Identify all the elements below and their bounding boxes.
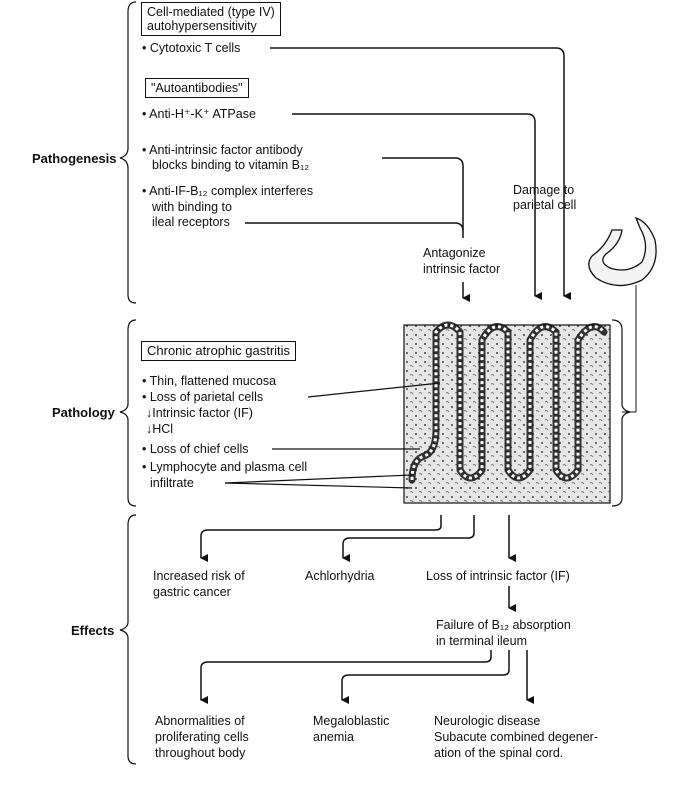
pathology-item-parietal: • Loss of parietal cells — [142, 390, 264, 404]
cell-mediated-box: Cell-mediated (type IV) autohypersensiti… — [141, 2, 281, 36]
anti-if-line2: blocks binding to vitamin B₁₂ — [152, 158, 310, 172]
pathology-item-hcl: ↓HCl — [146, 422, 174, 436]
pathology-item-thin-mucosa: • Thin, flattened mucosa — [142, 374, 277, 388]
effect-neurologic-line1: Neurologic disease — [434, 714, 541, 728]
anti-ifb12-line3: ileal receptors — [152, 215, 230, 229]
stomach-icon — [588, 216, 657, 413]
mucosa-tissue-illustration — [403, 321, 611, 504]
effect-abnormalities-line1: Abnormalities of — [155, 714, 245, 728]
effects-bracket — [119, 514, 137, 765]
arrow-megaloblastic — [341, 650, 510, 704]
arrow-risk — [200, 515, 442, 562]
pathology-leaders — [224, 382, 441, 489]
effect-megaloblastic-line1: Megaloblastic — [313, 714, 390, 728]
effect-failure-line2: in terminal ileum — [436, 634, 528, 648]
cell-mediated-title: Cell-mediated (type IV) — [147, 5, 275, 19]
effect-achlorhydria: Achlorhydria — [305, 569, 375, 583]
effect-abnormalities-line3: throughout body — [155, 746, 246, 760]
effect-risk-line2: gastric cancer — [153, 585, 231, 599]
pathology-item-lymphocyte-line1: • Lymphocyte and plasma cell — [142, 460, 308, 474]
anti-ifb12-line2: with binding to — [152, 200, 232, 214]
antagonize-line2: intrinsic factor — [423, 262, 501, 276]
antagonize-line1: Antagonize — [423, 246, 486, 260]
arrow-abnormalities — [200, 650, 492, 704]
pathology-label: Pathology — [52, 405, 115, 420]
anti-atpase: • Anti-H⁺-K⁺ ATPase — [142, 107, 256, 121]
arrow-achlorhydria — [342, 515, 475, 562]
effect-neurologic-line3: ation of the spinal cord. — [434, 746, 564, 760]
pathology-bracket — [119, 319, 137, 507]
pathogenesis-label: Pathogenesis — [32, 151, 117, 166]
anti-ifb12-line1: • Anti-IF-B₁₂ complex interferes — [142, 184, 314, 198]
chronic-atrophic-gastritis-box: Chronic atrophic gastritis — [141, 341, 297, 361]
autoantibodies-box: "Autoantibodies" — [145, 78, 249, 98]
effects-label: Effects — [71, 623, 115, 638]
anti-if-line1: • Anti-intrinsic factor antibody — [142, 143, 303, 157]
effect-risk-line1: Increased risk of — [153, 569, 245, 583]
damage-line1: Damage to — [513, 183, 575, 197]
right-bracket — [611, 319, 631, 507]
cell-mediated-subtitle: autohypersensitivity — [147, 19, 257, 33]
effect-abnormalities-line2: proliferating cells — [155, 730, 249, 744]
effect-loss-if: Loss of intrinsic factor (IF) — [426, 569, 570, 583]
pathology-item-if: ↓Intrinsic factor (IF) — [146, 406, 253, 420]
arrow-ileal — [245, 222, 464, 238]
damage-line2: parietal cell — [513, 198, 577, 212]
effect-neurologic-line2: Subacute combined degener- — [434, 730, 599, 744]
pathology-item-lymphocyte-line2: infiltrate — [150, 476, 194, 490]
effect-megaloblastic-line2: anemia — [313, 730, 354, 744]
arrow-atpase — [292, 113, 542, 300]
pathogenesis-bracket — [119, 1, 137, 304]
cytotoxic-t-cells: • Cytotoxic T cells — [142, 41, 241, 55]
arrow-anti-if — [382, 157, 464, 230]
arrow-cytotoxic — [270, 47, 571, 300]
pathology-item-chief: • Loss of chief cells — [142, 442, 249, 456]
effect-failure-line1: Failure of B₁₂ absorption — [436, 618, 571, 632]
